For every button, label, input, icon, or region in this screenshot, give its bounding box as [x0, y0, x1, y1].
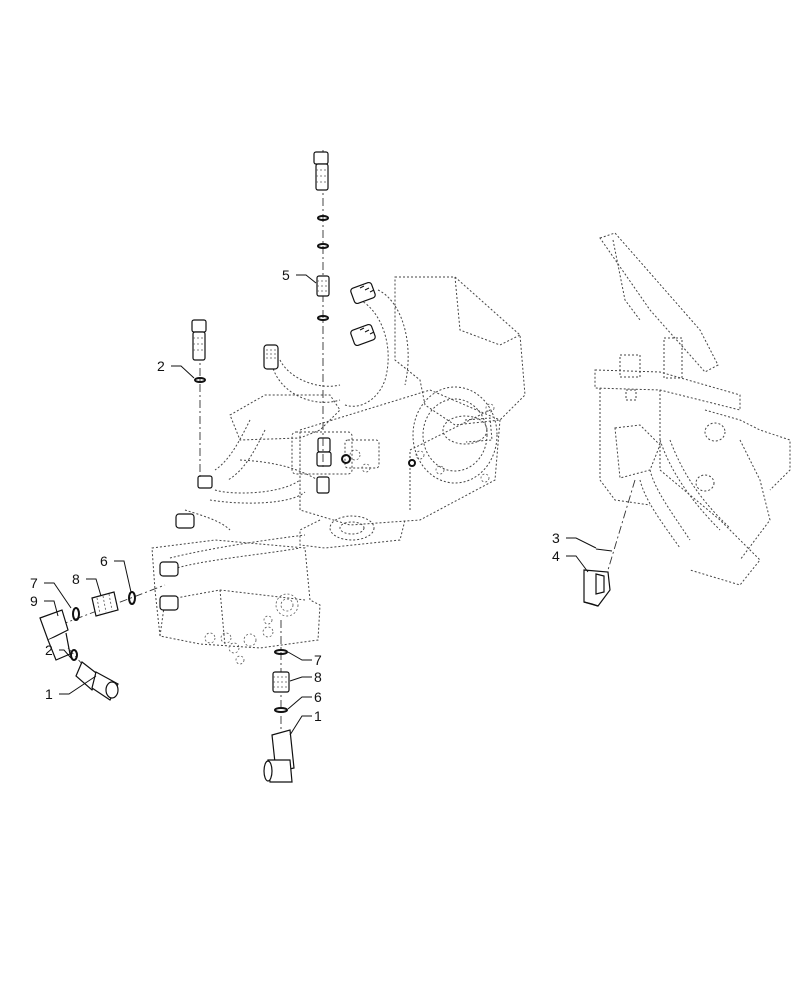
part-3-pin	[595, 548, 613, 552]
part-7-seal-bottom	[274, 649, 288, 655]
part-9-elbow	[39, 609, 69, 641]
part-2-seal	[194, 377, 206, 383]
part-7-seal	[72, 607, 80, 621]
horizontal-exploded-chain	[39, 584, 166, 661]
callout-2: 2	[157, 358, 165, 374]
callout-6: 6	[100, 553, 108, 569]
left-exploded-stack	[191, 319, 207, 480]
callout-4: 4	[552, 548, 560, 564]
installed-fittings	[159, 281, 416, 611]
callout-labels: 5 2 6 7 8 9 2 1 7 8 6 1 3 4	[30, 267, 560, 724]
callout-7: 7	[30, 575, 38, 591]
top-exploded-stack	[313, 150, 330, 470]
right-exploded-parts	[583, 479, 636, 607]
control-valve-phantom	[291, 431, 380, 541]
callout-9: 9	[30, 593, 38, 609]
callout-1: 1	[45, 686, 53, 702]
callout-5: 5	[282, 267, 290, 283]
bottom-exploded-chain	[263, 620, 295, 783]
lower-left-exploded	[67, 647, 119, 701]
callout-8-bottom: 8	[314, 669, 322, 685]
callout-2-lower: 2	[45, 642, 53, 658]
part-2-seal-lower	[70, 649, 78, 661]
callout-7-bottom: 7	[314, 652, 322, 668]
pump-flange-phantom	[412, 386, 498, 484]
callout-1-bottom: 1	[314, 708, 322, 724]
callout-leaders	[44, 274, 597, 736]
part-6-seal	[128, 591, 136, 605]
hydraulic-lines-phantom	[169, 289, 409, 571]
callout-8: 8	[72, 571, 80, 587]
transmission-housing-phantom	[229, 276, 526, 549]
callout-6-bottom: 6	[314, 689, 322, 705]
callout-3: 3	[552, 530, 560, 546]
part-8-adapter	[91, 591, 119, 617]
valve-block-phantom	[151, 539, 321, 665]
pedal-assembly-phantom	[594, 232, 791, 586]
part-6-seal-bottom	[274, 707, 288, 713]
